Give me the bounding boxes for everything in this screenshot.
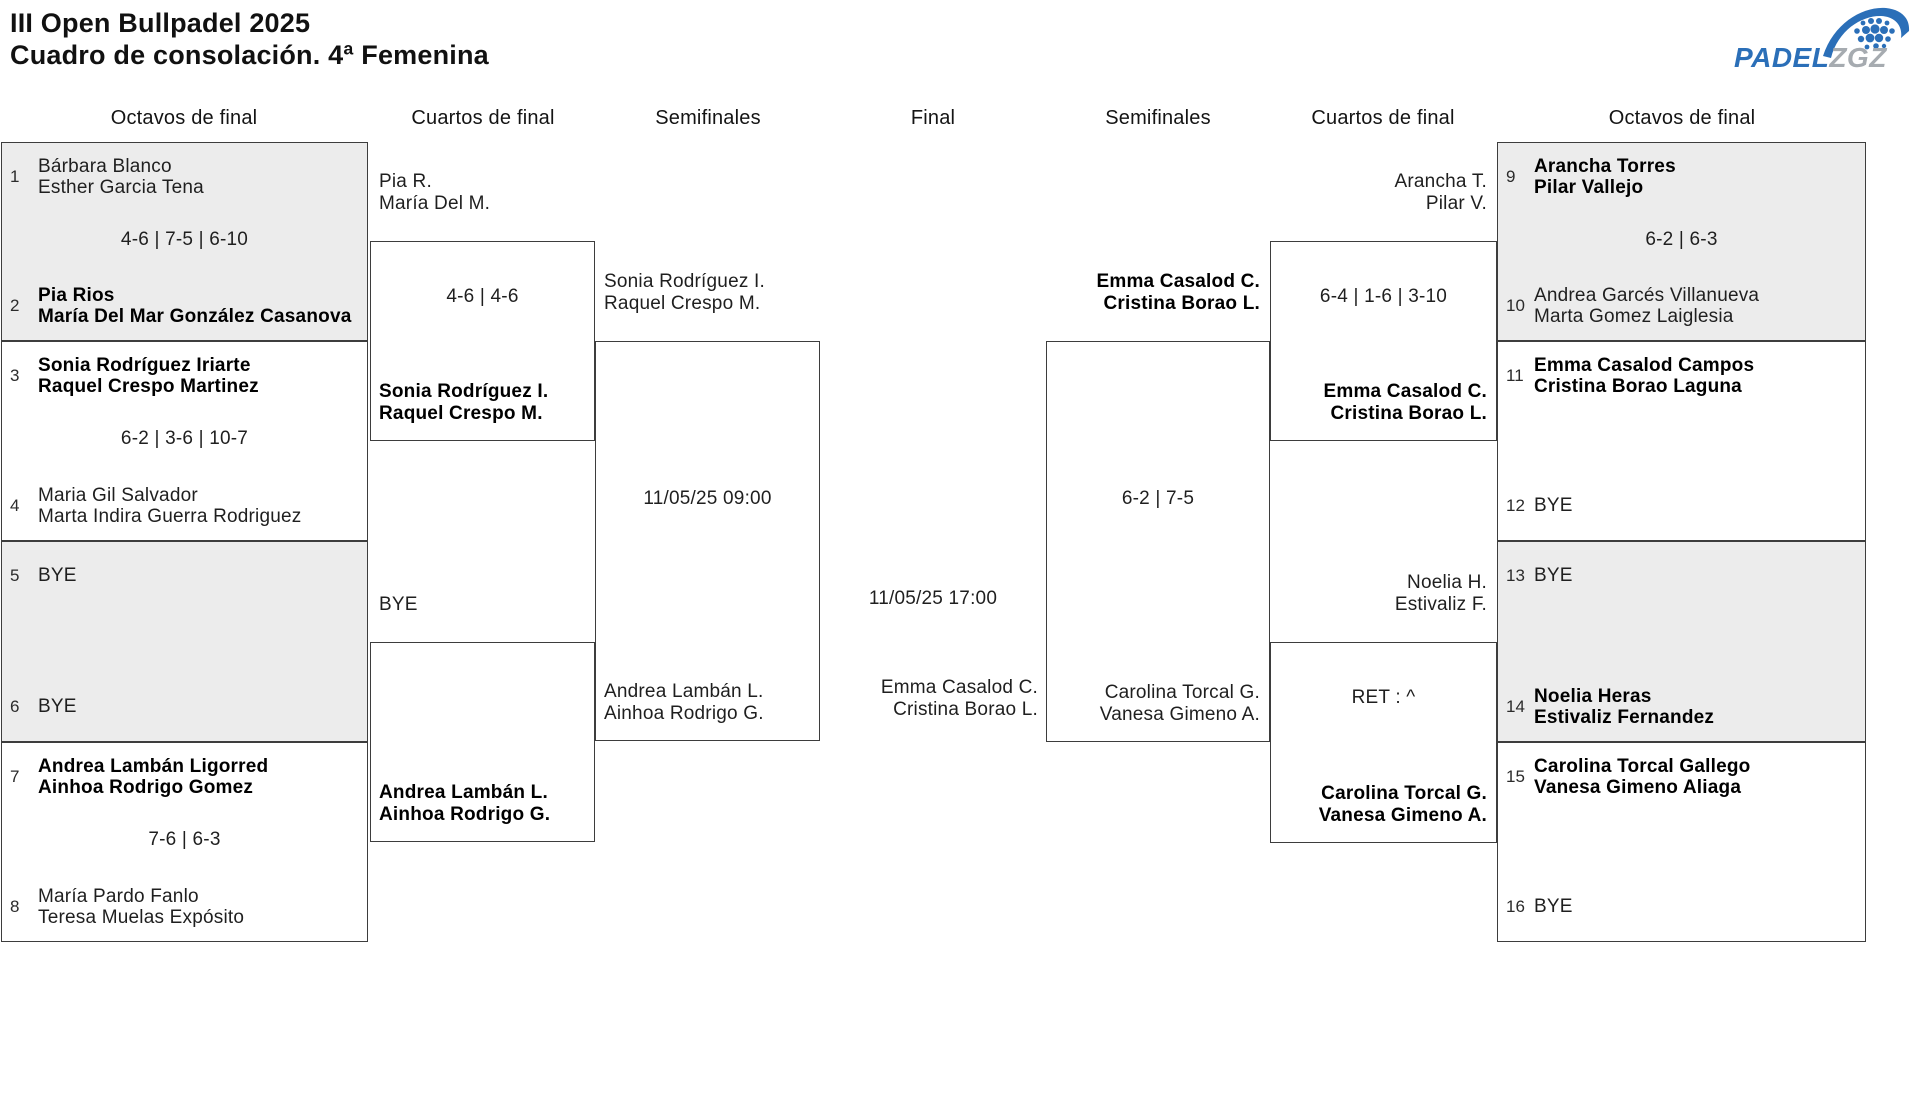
- winner-team: Sonia Rodríguez I.Raquel Crespo M.: [379, 381, 549, 424]
- seed-number: 2: [10, 296, 20, 315]
- seed-number: 3: [10, 366, 20, 385]
- team-slot: 16 BYE: [1506, 883, 1857, 931]
- round-header-cuartos-left: Cuartos de final: [411, 107, 555, 129]
- team-slot: BYE: [379, 593, 418, 615]
- match-box-octavos-left-3: 5 BYE 6 BYE: [1, 541, 368, 742]
- seed-number: 6: [10, 697, 20, 716]
- match-score: RET : ^: [1351, 687, 1416, 708]
- match-score: 7-6 | 6-3: [148, 829, 221, 850]
- team-slot: 13 BYE: [1506, 552, 1857, 600]
- match-box-cuartos-left-1: Pia R.María Del M. 4-6 | 4-6 Sonia Rodrí…: [370, 171, 595, 441]
- seed-number: 5: [10, 566, 20, 585]
- seed-number: 8: [10, 897, 20, 916]
- seed-number: 12: [1506, 496, 1525, 515]
- round-header-semifinal-right: Semifinales: [1105, 107, 1211, 129]
- seed-number: 10: [1506, 296, 1525, 315]
- seed-number: 15: [1506, 767, 1525, 786]
- team-slot: Sonia Rodríguez I.Raquel Crespo M.: [604, 271, 765, 314]
- match-score: 6-2 | 7-5: [1121, 488, 1195, 509]
- team-slot: Noelia H.Estivaliz F.: [1394, 572, 1487, 615]
- match-box-cuartos-left-2: BYE Andrea Lambán L.Ainhoa Rodrigo G.: [370, 594, 595, 842]
- team-names: BYE: [38, 565, 77, 587]
- padelzgz-logo: PADELZGZ: [1734, 4, 1914, 76]
- final-schedule: 11/05/25 17:00: [868, 588, 998, 609]
- round-header-semifinal-left: Semifinales: [655, 107, 761, 129]
- logo-wordmark: PADELZGZ: [1734, 42, 1887, 74]
- match-score: 4-6 | 4-6: [446, 286, 519, 307]
- team-slot: Andrea Lambán L.Ainhoa Rodrigo G.: [604, 681, 764, 724]
- match-box-cuartos-right-2: Noelia H.Estivaliz F. RET : ^ Carolina T…: [1270, 572, 1497, 843]
- winner-team: Carolina Torcal G.Vanesa Gimeno A.: [1318, 783, 1487, 826]
- team-slot: Emma Casalod C.Cristina Borao L.: [1096, 271, 1260, 314]
- match-score: 4-6 | 7-5 | 6-10: [120, 229, 249, 250]
- final-right-team: Emma Casalod C.Cristina Borao L.: [880, 677, 1038, 720]
- round-header-octavos-left: Octavos de final: [110, 107, 258, 129]
- seed-number: 7: [10, 767, 20, 786]
- tournament-title: III Open Bullpadel 2025: [10, 8, 311, 38]
- team-slot: Pia R.María Del M.: [379, 171, 491, 214]
- match-score: 6-4 | 1-6 | 3-10: [1319, 286, 1448, 307]
- winner-team: Andrea Lambán L.Ainhoa Rodrigo G.: [379, 782, 551, 825]
- logo-swoosh-icon: [1823, 7, 1910, 58]
- round-header-octavos-right: Octavos de final: [1608, 107, 1756, 129]
- winner-team: Emma Casalod C.Cristina Borao L.: [1323, 381, 1487, 424]
- match-schedule: 11/05/25 09:00: [643, 488, 772, 509]
- seed-number: 9: [1506, 167, 1516, 186]
- team-slot: Carolina Torcal G.Vanesa Gimeno A.: [1099, 682, 1260, 725]
- match-score: 6-2 | 3-6 | 10-7: [120, 428, 249, 449]
- match-box-semifinal-left: Sonia Rodríguez I.Raquel Crespo M. 11/05…: [595, 271, 820, 741]
- match-score: 6-2 | 6-3: [1645, 229, 1718, 250]
- team-slot: Arancha T.Pilar V.: [1394, 171, 1487, 214]
- seed-number: 1: [10, 167, 20, 186]
- seed-number: 16: [1506, 897, 1525, 916]
- team-slot: 12 BYE: [1506, 482, 1857, 530]
- team-slot: 5 BYE: [10, 552, 359, 600]
- team-names: BYE: [1534, 565, 1573, 587]
- team-names: BYE: [1534, 495, 1573, 517]
- round-header-cuartos-right: Cuartos de final: [1311, 107, 1455, 129]
- team-names: BYE: [38, 696, 77, 718]
- match-box-cuartos-right-1: Arancha T.Pilar V. 6-4 | 1-6 | 3-10 Emma…: [1270, 171, 1497, 441]
- seed-number: 11: [1506, 366, 1524, 385]
- logo-word-zgz: ZGZ: [1829, 42, 1887, 73]
- team-slot: 6 BYE: [10, 683, 359, 731]
- round-header-final: Final: [910, 107, 956, 129]
- match-box-semifinal-right: Emma Casalod C.Cristina Borao L. 6-2 | 7…: [1046, 271, 1270, 742]
- seed-number: 13: [1506, 566, 1525, 585]
- team-names: BYE: [1534, 896, 1573, 918]
- seed-number: 4: [10, 496, 20, 515]
- bracket-subtitle: Cuadro de consolación. 4ª Femenina: [10, 40, 489, 70]
- logo-word-padel: PADEL: [1734, 42, 1830, 73]
- seed-number: 14: [1506, 697, 1525, 716]
